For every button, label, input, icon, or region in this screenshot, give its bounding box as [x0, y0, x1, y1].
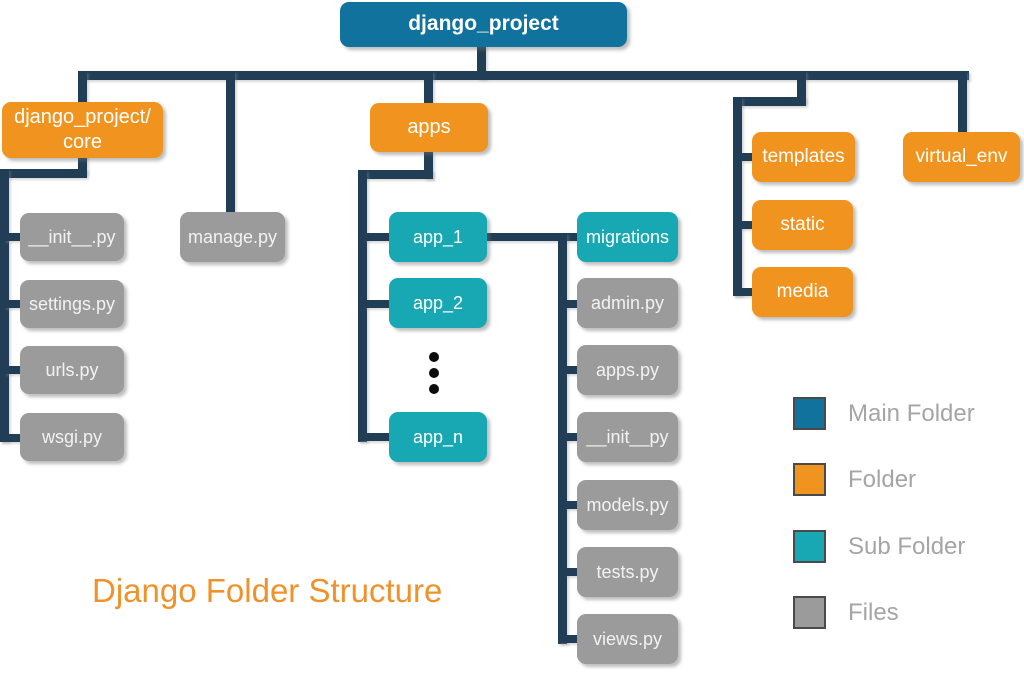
node-media: media	[752, 267, 853, 317]
legend-swatch-main-folder	[793, 397, 826, 430]
diagram-title: Django Folder Structure	[92, 572, 443, 609]
node-migrations: migrations	[577, 212, 678, 262]
vertical-ellipsis-icon	[429, 352, 439, 394]
core-label-line1: django_project/	[14, 106, 151, 128]
connector-right-trunk	[733, 97, 742, 296]
connector-right-branch-horizontal	[733, 97, 806, 106]
node-django-project-core: django_project/ core	[2, 102, 163, 158]
node-virtual-env: virtual_env	[903, 132, 1020, 182]
connector-apps-bottom-drop	[424, 152, 433, 179]
file-tests-py: tests.py	[577, 547, 678, 597]
file-settings-py: settings.py	[20, 280, 124, 328]
connector-manage-drop	[226, 71, 235, 212]
node-app-1: app_1	[389, 212, 487, 262]
connector-elbow-appn	[358, 433, 389, 441]
node-app-2: app_2	[389, 278, 487, 328]
file-models-py: models.py	[577, 480, 678, 530]
connector-stub-app1	[364, 233, 389, 241]
legend-label-main-folder: Main Folder	[848, 400, 975, 427]
connector-stub-static	[740, 221, 754, 229]
connector-stub-init	[4, 233, 22, 241]
node-apps: apps	[370, 103, 488, 152]
connector-core-elbow	[0, 169, 87, 178]
file-init2-py: __init__py	[577, 412, 678, 462]
connector-app1-migrations	[485, 233, 580, 241]
connector-right-branch-drop	[797, 71, 806, 103]
legend-swatch-folder	[793, 463, 826, 496]
connector-stub-templates	[740, 153, 754, 161]
node-static: static	[752, 200, 853, 250]
legend-label-files: Files	[848, 599, 899, 626]
connector-virtualenv-drop	[958, 71, 967, 132]
node-app-n: app_n	[389, 412, 487, 462]
ellipsis-dot	[429, 352, 439, 362]
file-apps-py: apps.py	[577, 345, 678, 395]
file-wsgi-py: wsgi.py	[20, 413, 124, 461]
connector-elbow-wsgi	[0, 434, 22, 442]
legend-label-sub-folder: Sub Folder	[848, 533, 966, 560]
connector-stub-urls	[4, 366, 22, 374]
file-urls-py: urls.py	[20, 346, 124, 394]
connector-elbow-media	[733, 288, 754, 296]
connector-apps-trunk	[358, 170, 367, 442]
core-label-line2: core	[63, 131, 102, 153]
connector-elbow-views	[558, 635, 579, 643]
connector-root-drop	[477, 46, 486, 79]
connector-stub-models	[565, 501, 579, 509]
connector-stub-admin	[565, 300, 579, 308]
connector-stub-appspy	[565, 366, 579, 374]
file-views-py: views.py	[577, 614, 678, 664]
connector-main-horizontal	[78, 71, 969, 80]
connector-stub-init2	[565, 433, 579, 441]
connector-apps-drop	[424, 71, 433, 103]
connector-stub-tests	[565, 568, 579, 576]
legend-label-folder: Folder	[848, 466, 917, 493]
file-init-py: __init__.py	[20, 213, 124, 261]
node-django-project: django_project	[340, 2, 627, 47]
file-manage-py: manage.py	[180, 212, 285, 262]
file-admin-py: admin.py	[577, 278, 678, 328]
ellipsis-dot	[429, 368, 439, 378]
connector-apps-elbow	[358, 170, 433, 179]
connector-appfiles-trunk	[558, 233, 567, 644]
legend-swatch-files	[793, 596, 826, 629]
connector-stub-settings	[4, 300, 22, 308]
connector-stub-app2	[364, 300, 389, 308]
ellipsis-dot	[429, 384, 439, 394]
node-templates: templates	[752, 132, 855, 182]
legend-swatch-sub-folder	[793, 530, 826, 563]
